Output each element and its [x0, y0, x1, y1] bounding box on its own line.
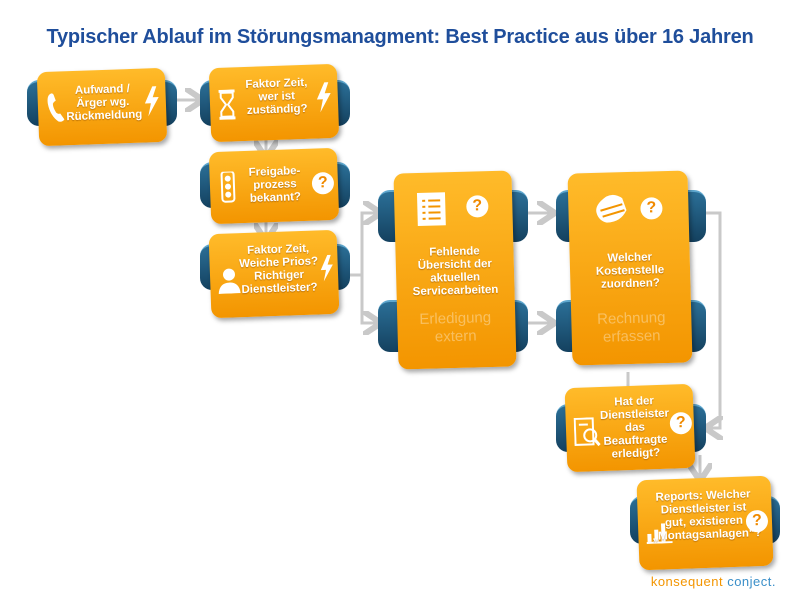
- step-5-label: Fehlende Übersicht der aktuellen Service…: [412, 245, 499, 299]
- traffic-light-icon: [219, 170, 236, 209]
- step-7-label: Hat der Dienstleister das Beauftragte er…: [599, 395, 670, 461]
- step-5-card[interactable]: ? Fehlende Übersicht der aktuellen Servi…: [393, 170, 517, 370]
- step-8-card[interactable]: Reports: Welcher Dienstleister ist gut, …: [636, 475, 774, 571]
- step-6-card[interactable]: ? Welcher Kostenstelle zuordnen? Rechnun…: [567, 170, 693, 366]
- question-icon: ?: [466, 195, 489, 218]
- step-1-card[interactable]: Aufwand / Ärger wg. Rückmeldung: [36, 67, 168, 147]
- step-8-label: Reports: Welcher Dienstleister ist gut, …: [652, 488, 762, 543]
- arrow-6-7: [705, 211, 720, 428]
- lightning-icon: [143, 86, 160, 122]
- ghost-label-erledigung: Erledigung extern: [419, 309, 492, 346]
- step-2-label: Faktor Zeit, wer ist zuständig?: [245, 76, 308, 117]
- logo-word-2: conject.: [727, 574, 776, 589]
- step-3-card[interactable]: Freigabe-prozess bekannt? ?: [208, 147, 340, 225]
- brand-logo: konsequent conject.: [651, 574, 776, 589]
- cash-icon: [592, 192, 629, 230]
- hourglass-icon: [218, 89, 237, 125]
- step-4-label: Faktor Zeit, Weiche Prios? Richtiger Die…: [238, 242, 319, 297]
- bar-chart-icon: [646, 519, 673, 549]
- invoice-icon: [573, 417, 601, 453]
- arrow-4-5a: [350, 213, 378, 277]
- question-icon: ?: [640, 197, 663, 220]
- step-7-card[interactable]: Hat der Dienstleister das Beauftragte er…: [564, 383, 696, 473]
- step-6-label: Welcher Kostenstelle zuordnen?: [595, 251, 665, 291]
- question-icon: ?: [745, 509, 769, 533]
- question-icon: ?: [311, 171, 335, 195]
- checklist-icon: [416, 190, 447, 232]
- step-4-card[interactable]: Faktor Zeit, Weiche Prios? Richtiger Die…: [208, 229, 340, 319]
- ghost-label-rechnung: Rechnung erfassen: [596, 309, 666, 346]
- lightning-icon: [319, 254, 334, 287]
- step-3-label: Freigabe-prozess bekannt?: [248, 165, 302, 205]
- phone-icon: [45, 91, 66, 129]
- logo-word-1: konsequent: [650, 574, 724, 589]
- lightning-icon: [315, 82, 332, 118]
- step-2-card[interactable]: Faktor Zeit, wer ist zuständig?: [208, 63, 340, 143]
- page-title: Typischer Ablauf im Störungsmanagment: B…: [46, 26, 754, 48]
- question-icon: ?: [669, 411, 693, 435]
- step-1-label: Aufwand / Ärger wg. Rückmeldung: [66, 83, 143, 124]
- person-icon: [218, 267, 241, 299]
- arrow-4-5b: [360, 275, 378, 323]
